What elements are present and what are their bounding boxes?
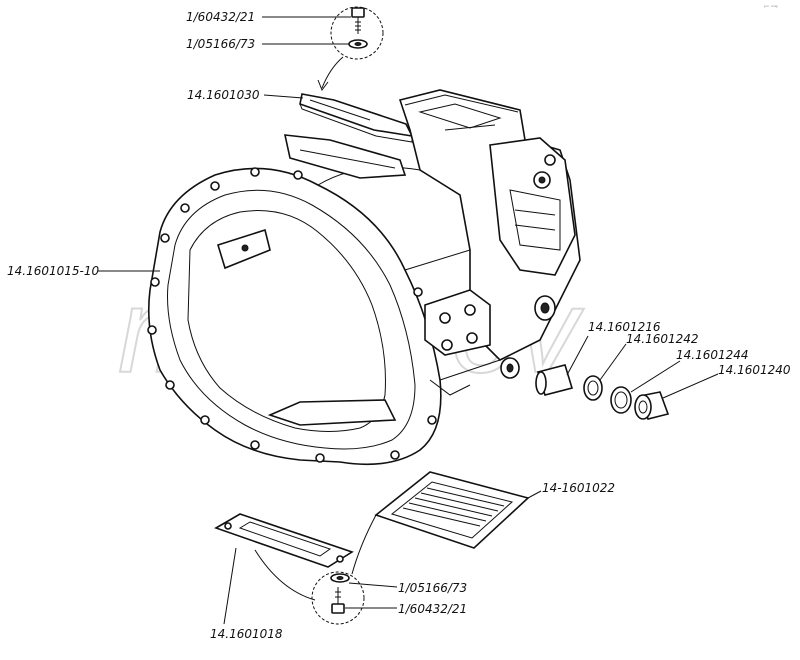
plate-part xyxy=(214,513,354,568)
label-washer-bottom: 1/05166/73 xyxy=(398,581,467,595)
label-housing: 14.1601015-10 xyxy=(7,264,99,278)
grille-slats xyxy=(402,487,505,527)
label-bolt-top: 1/60432/21 xyxy=(186,10,255,24)
label-cover-top: 14.1601030 xyxy=(187,88,260,102)
ring-part xyxy=(583,375,603,401)
bolt-top-part xyxy=(351,7,365,34)
label-bolt-bottom: 1/60432/21 xyxy=(398,602,467,616)
sleeve-part xyxy=(535,364,574,396)
bearing-part xyxy=(634,391,670,420)
label-bearing: 14.1601240 xyxy=(718,363,791,377)
label-seal: 14.1601244 xyxy=(676,348,749,362)
clutch-housing-part xyxy=(147,89,581,466)
label-washer-top: 1/05166/73 xyxy=(186,37,255,51)
label-sleeve: 14.1601216 xyxy=(588,320,661,334)
label-grille: 14-1601022 xyxy=(542,481,615,495)
bottom-fastener-group xyxy=(223,514,398,625)
corner-mark: ᵖᵒʳ ᵐᵃᵖ xyxy=(764,5,778,11)
bolt-bottom-part xyxy=(331,587,345,614)
label-ring: 14.1601242 xyxy=(626,332,699,346)
label-plate: 14.1601018 xyxy=(210,627,283,641)
top-fastener-group xyxy=(262,6,384,92)
seal-part xyxy=(610,386,632,414)
flange-bolt-holes xyxy=(147,167,437,463)
grille-part xyxy=(374,471,542,549)
